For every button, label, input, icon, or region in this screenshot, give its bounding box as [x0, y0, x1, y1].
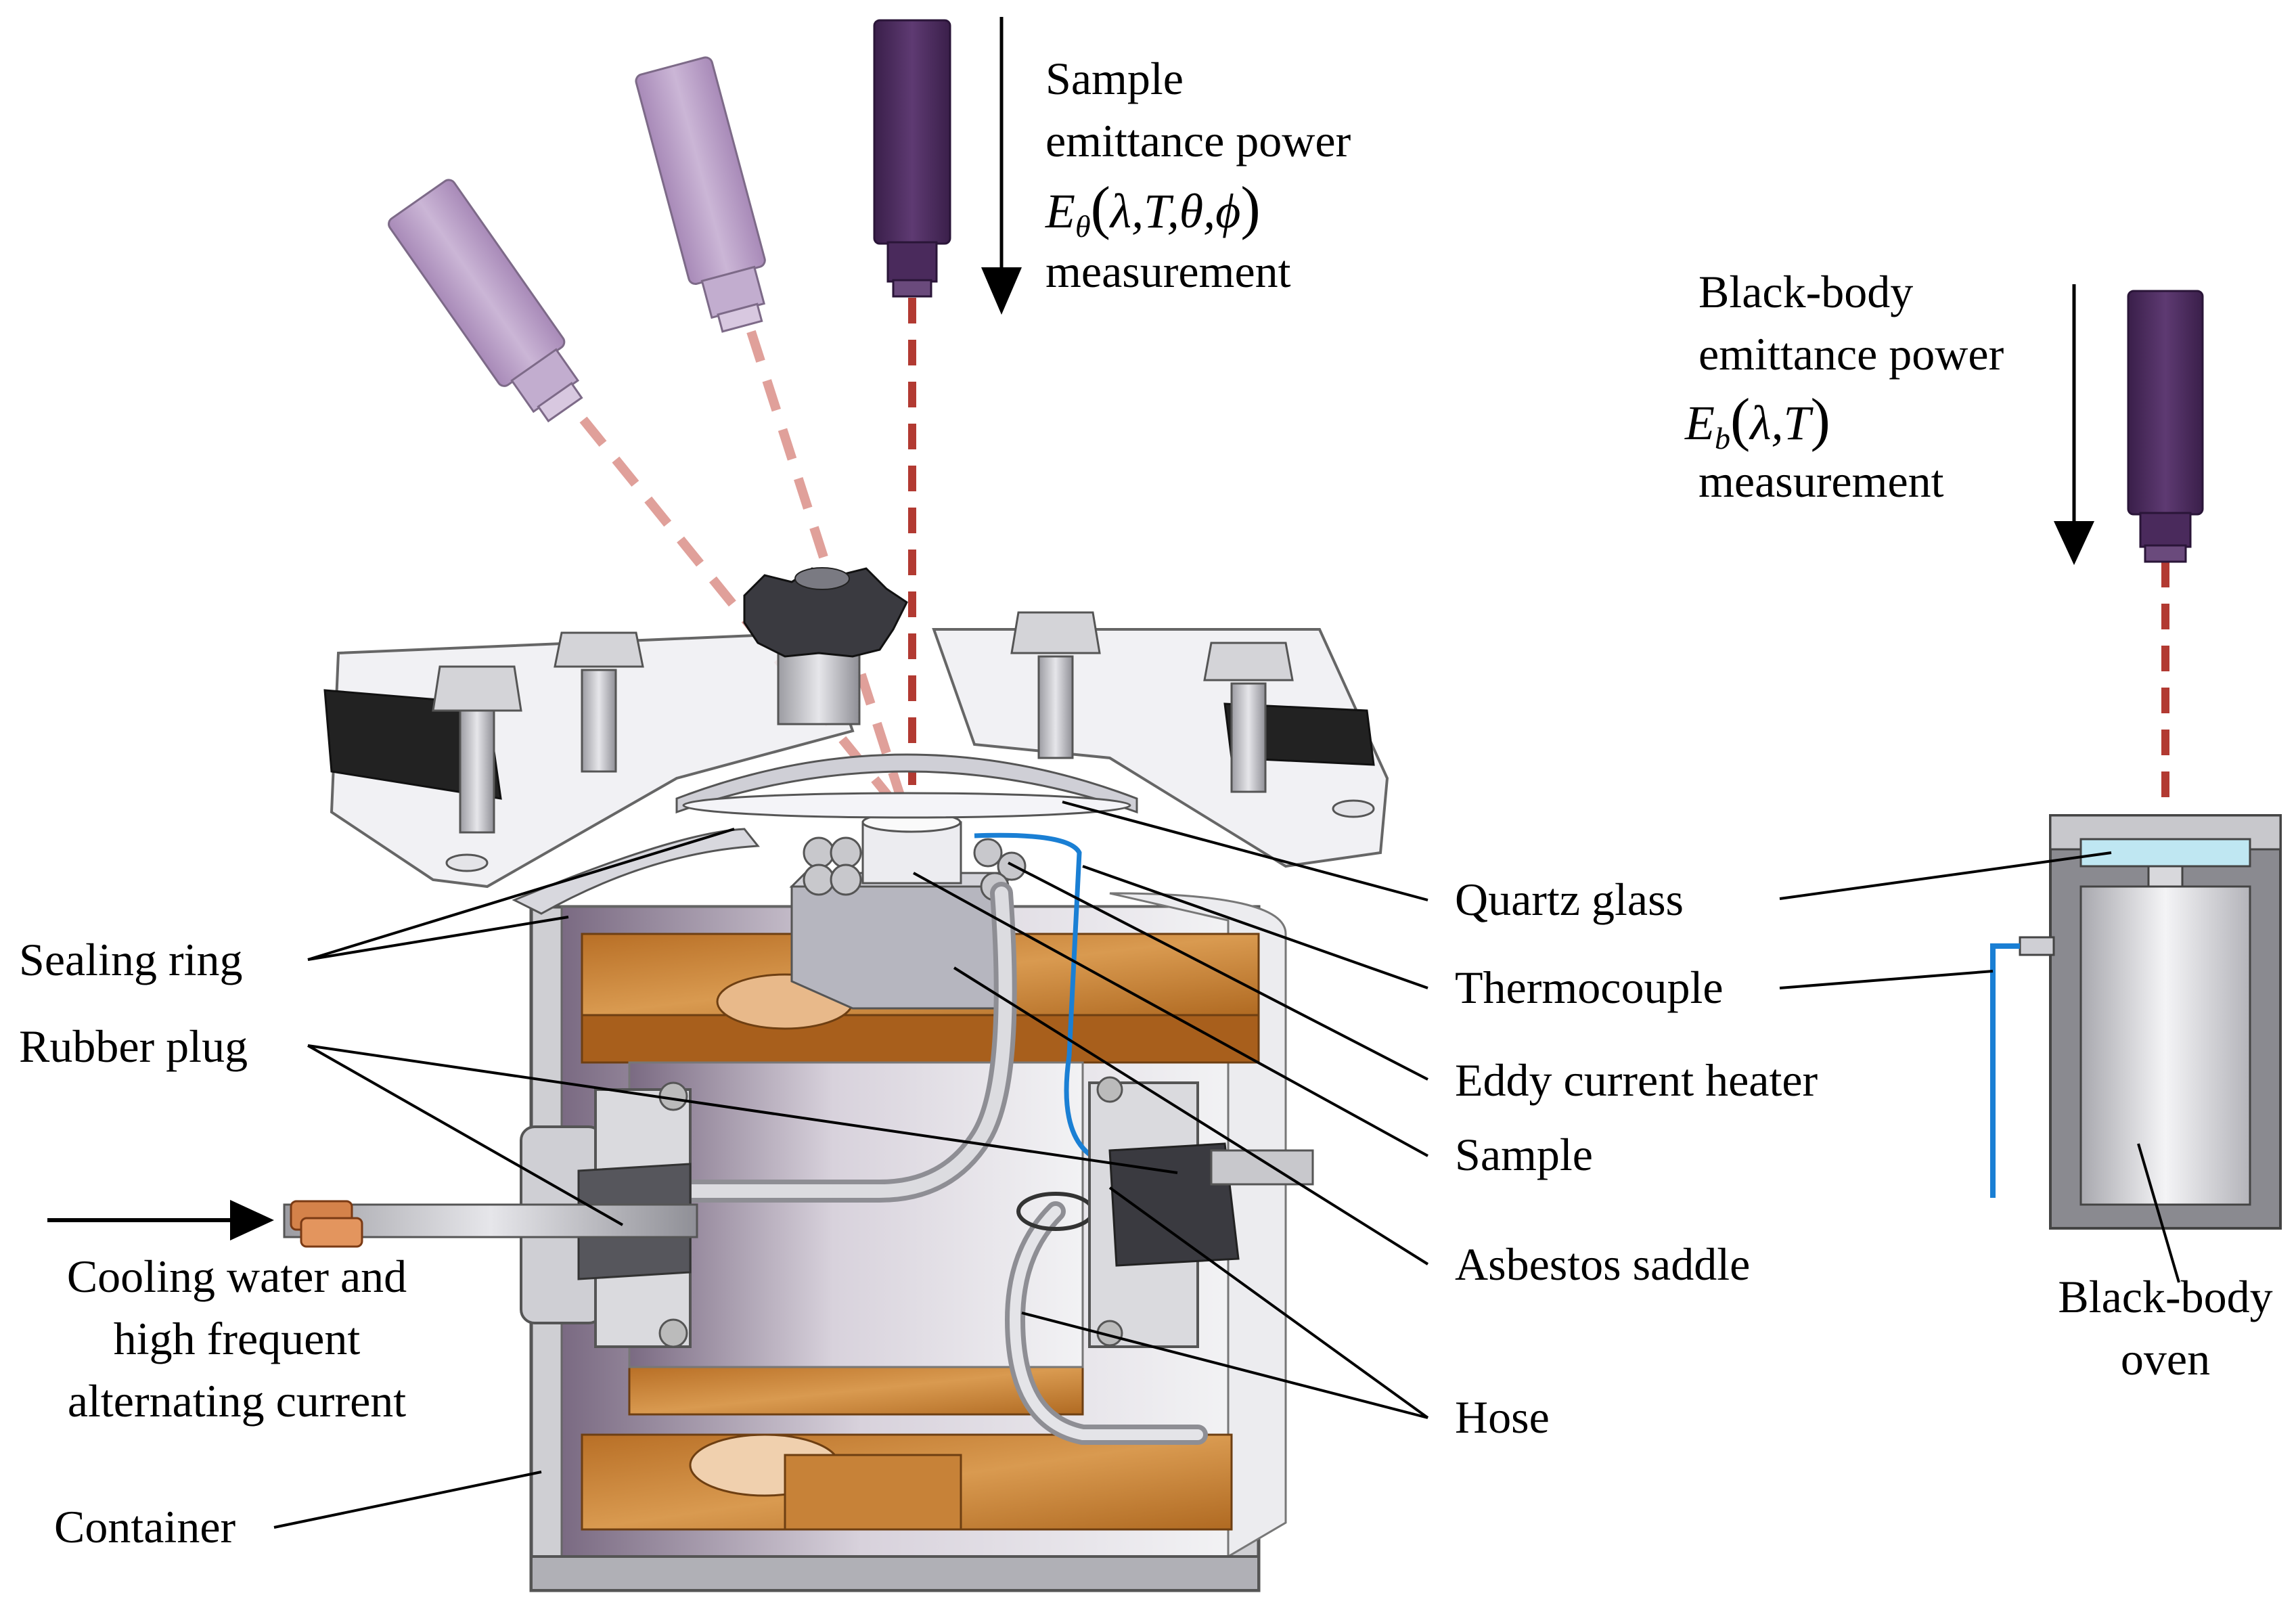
sample-measurement-label: measurement	[1045, 246, 1291, 297]
quartz-glass-label: Quartz glass	[1455, 874, 1684, 925]
hose-label: Hose	[1455, 1391, 1550, 1443]
bb-detector	[2127, 290, 2204, 563]
detector-angled-1	[388, 179, 583, 423]
bb-measurement-label: measurement	[1698, 455, 1944, 507]
arrows	[47, 17, 2094, 1240]
container-label: Container	[54, 1501, 236, 1552]
asbestos-saddle-label: Asbestos saddle	[1455, 1238, 1751, 1290]
bb-thermocouple-wire	[1990, 943, 2020, 1198]
thermocouple-label: Thermocouple	[1455, 962, 1724, 1013]
bolts	[432, 611, 1375, 872]
cooling-pipe	[283, 1200, 698, 1248]
detector-vertical	[873, 19, 951, 298]
hoses	[672, 882, 1208, 1445]
bb-emittance-formula: Eb(λ,T)	[1685, 387, 1830, 456]
detector-angled-2	[635, 56, 766, 333]
thermocouple-wire	[974, 832, 1110, 1167]
bb-power-label: Black-body emittance power	[1698, 266, 2004, 380]
sealing-ring-label: Sealing ring	[19, 934, 243, 985]
cooling-label: Cooling water and high frequent alternat…	[66, 1251, 407, 1427]
sample-emittance-formula: Eθ(λ,T,θ,ϕ)	[1045, 175, 1261, 244]
knob	[743, 567, 908, 725]
right-flange	[1088, 1076, 1314, 1348]
sample-label: Sample	[1455, 1129, 1593, 1180]
sample-cylinder	[861, 811, 962, 885]
bb-oven-body	[2019, 814, 2282, 1230]
bb-oven-label: Black-body oven	[2058, 1271, 2273, 1385]
eddy-heater-label: Eddy current heater	[1455, 1054, 1818, 1106]
sealing-ring-shape	[512, 828, 760, 915]
sample-power-label: Sample emittance power	[1045, 53, 1351, 166]
rubber-plug-label: Rubber plug	[19, 1021, 248, 1072]
angled-beams	[579, 330, 905, 805]
heater-coils	[803, 836, 1027, 901]
leader-lines	[273, 801, 2180, 1529]
